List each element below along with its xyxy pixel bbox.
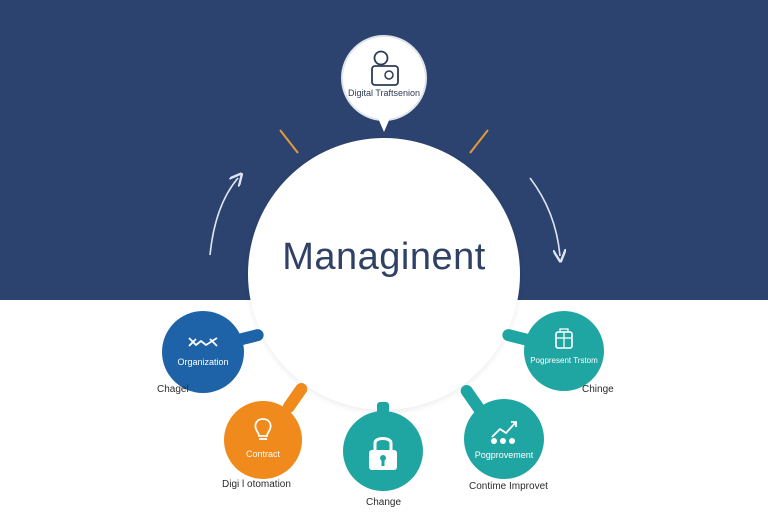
- left-cycle-arrow: [209, 178, 238, 256]
- center-circle: [248, 138, 520, 410]
- organization-node-label: Organization: [177, 357, 229, 367]
- transparent-node-label: Pogpresent Trstom: [530, 356, 598, 365]
- top-node: [341, 35, 427, 121]
- contract-caption: Digi l otomation: [222, 479, 291, 490]
- transparent-node: [524, 311, 604, 391]
- lightbulb-icon: [254, 418, 272, 440]
- center-title: Managinent: [282, 236, 486, 278]
- organization-node: [162, 311, 244, 393]
- handshake-icon: [188, 337, 218, 347]
- contract-node: [224, 401, 302, 479]
- right-cycle-arrow: [529, 177, 560, 256]
- building-icon: [555, 328, 573, 349]
- improvement-node-label: Pogprovement: [474, 450, 534, 460]
- top-node-pointer: [378, 118, 390, 132]
- right-accent-tick: [469, 129, 489, 154]
- left-accent-tick: [279, 129, 299, 154]
- user-laptop-icon: [371, 50, 399, 86]
- organization-caption: Chagel: [157, 384, 189, 395]
- contract-node-label: Contract: [245, 449, 280, 459]
- trend-up-icon: [491, 421, 517, 444]
- lock-icon: [369, 437, 397, 470]
- improvement-caption: Contime Improvet: [469, 481, 548, 492]
- top-node-label: Digital Traftsenion: [347, 88, 421, 98]
- transparent-caption: Chinge: [582, 384, 614, 395]
- security-caption: Change: [366, 497, 402, 508]
